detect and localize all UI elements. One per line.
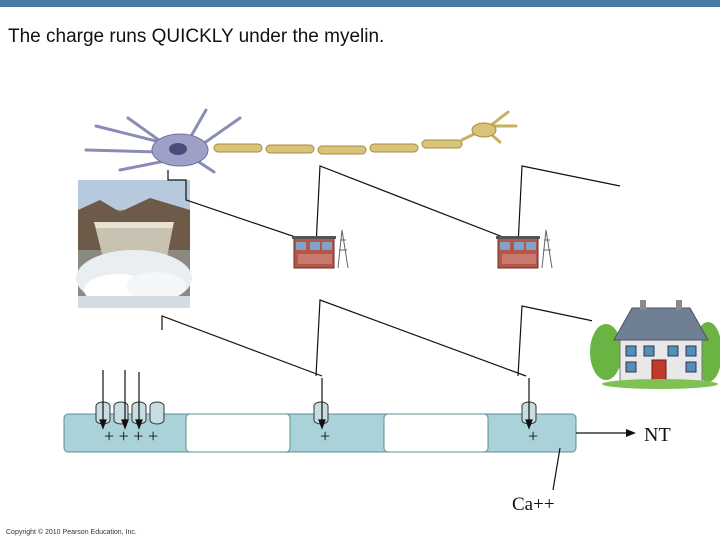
substation-2 [496, 229, 553, 269]
top-accent-bar [0, 0, 720, 7]
output-arrow [576, 429, 636, 437]
copyright-notice: Copyright © 2010 Pearson Education, Inc. [6, 529, 137, 536]
house-image [590, 300, 720, 389]
ca-pointer-line [552, 447, 561, 491]
neuron-image [78, 106, 620, 174]
slide-title: The charge runs QUICKLY under the myelin… [8, 26, 385, 47]
lower-wire [161, 299, 599, 377]
charge-node-1: + [320, 426, 330, 446]
myelin-segment-2 [383, 413, 489, 453]
nt-label: NT [644, 424, 671, 446]
dam-photo [76, 180, 192, 308]
myelin-segment-1 [185, 413, 291, 453]
upper-wire [167, 165, 621, 247]
ion-inflow-arrows [99, 370, 533, 430]
charge-node-2: + [528, 426, 538, 446]
axon-tube [63, 413, 577, 453]
substation-1 [292, 229, 349, 269]
charges-cluster: + + + + [104, 426, 158, 446]
ca-label: Ca++ [512, 494, 555, 515]
